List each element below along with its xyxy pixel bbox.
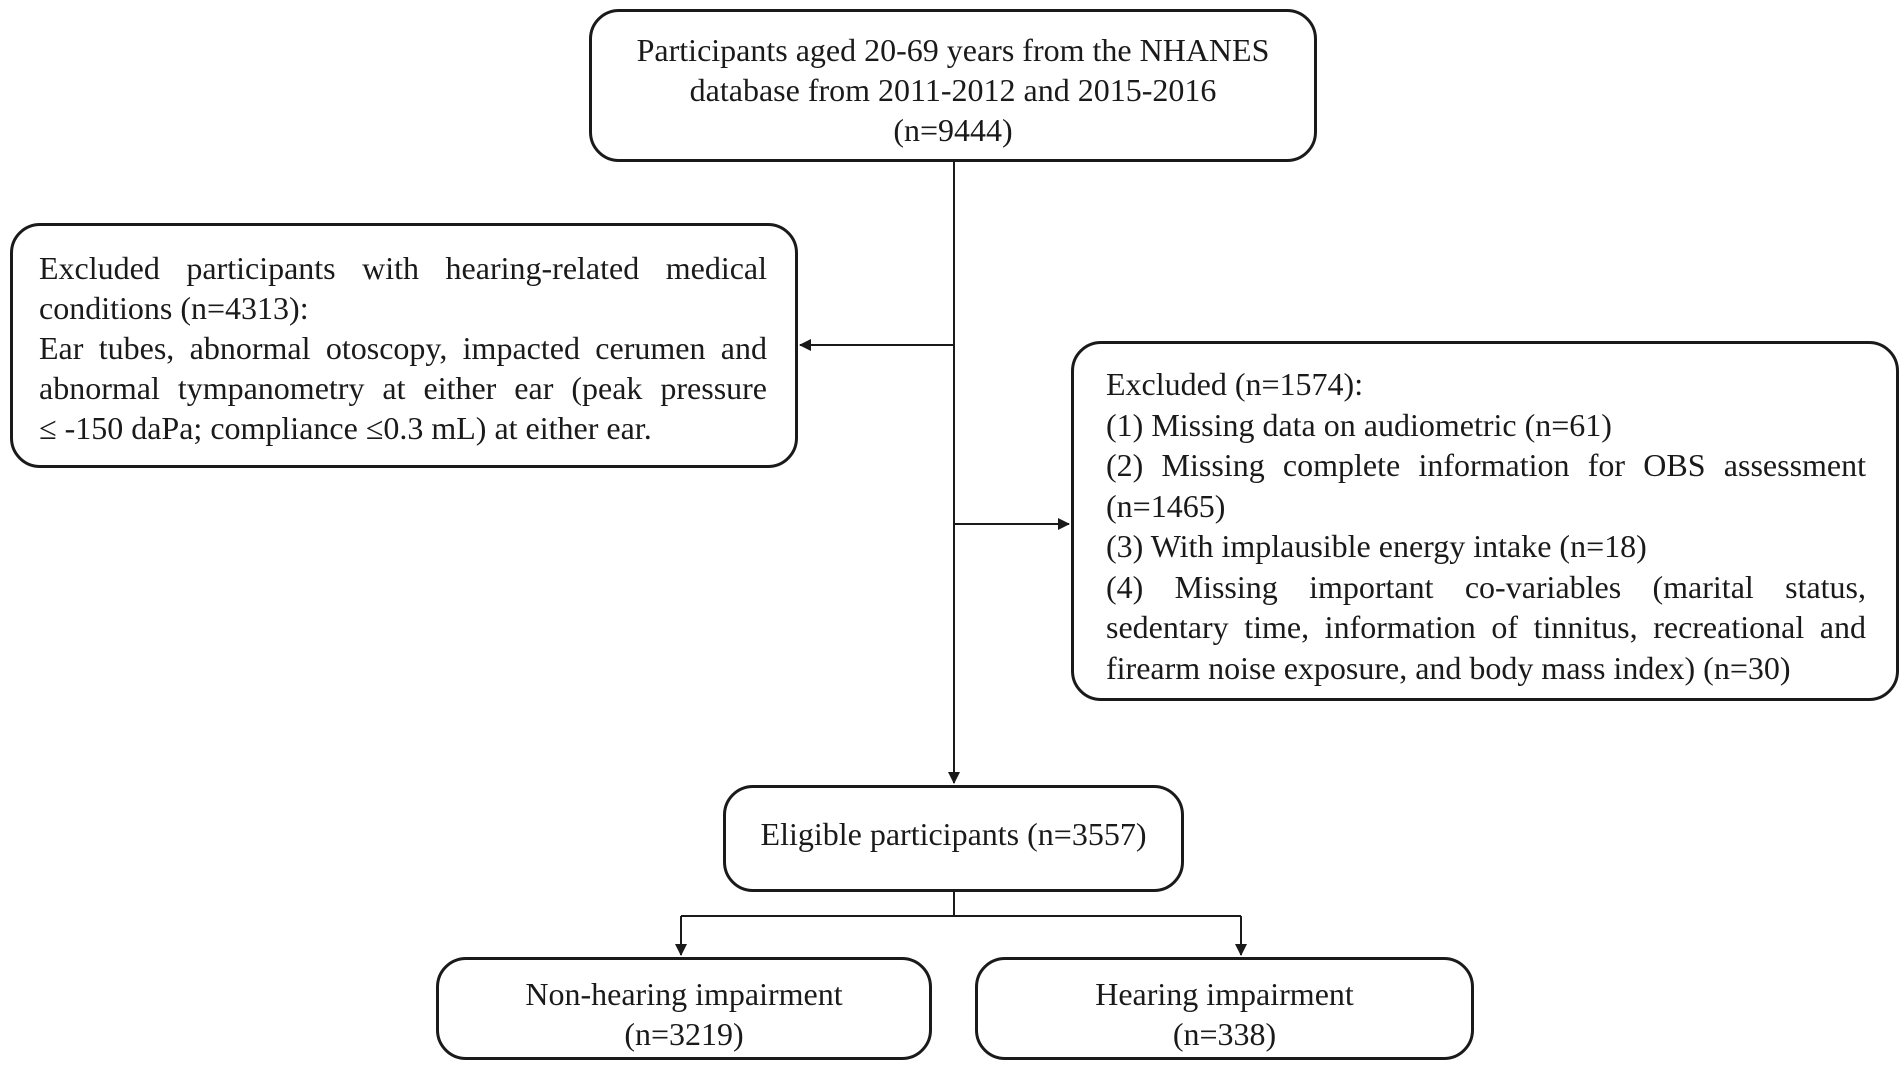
- excluded-hearing-line: ≤ -150 daPa; compliance ≤0.3 mL) at eith…: [39, 410, 652, 446]
- start-line: database from 2011-2012 and 2015-2016: [689, 72, 1217, 108]
- non-hearing-impairment-line: Non-hearing impairment: [525, 976, 843, 1012]
- hearing-impairment-line: Hearing impairment: [1095, 976, 1354, 1012]
- start-line: Participants aged 20-69 years from the N…: [636, 32, 1270, 68]
- excluded-missing-line: (2) Missing complete information for OBS…: [1106, 447, 1866, 483]
- non-hearing-impairment-node: Non-hearing impairment (n=3219): [436, 957, 932, 1060]
- excluded-missing-line: (1) Missing data on audiometric (n=61): [1106, 406, 1612, 443]
- excluded-hearing-line: Excluded participants with hearing-relat…: [39, 250, 767, 286]
- excluded-missing-line: (3) With implausible energy intake (n=18…: [1106, 528, 1647, 564]
- excluded-missing-line: firearm noise exposure, and body mass in…: [1106, 649, 1791, 686]
- hearing-impairment-node: Hearing impairment (n=338): [975, 957, 1474, 1060]
- excluded-hearing-node: Excluded participants with hearing-relat…: [10, 223, 798, 468]
- non-hearing-impairment-line: (n=3219): [624, 1016, 744, 1052]
- hearing-impairment-line: (n=338): [1172, 1016, 1277, 1052]
- start-node: Participants aged 20-69 years from the N…: [589, 9, 1317, 162]
- excluded-hearing-line: abnormal tympanometry at either ear (pea…: [39, 370, 767, 406]
- start-line: (n=9444): [893, 112, 1013, 148]
- excluded-missing-line: (4) Missing important co-variables (mari…: [1106, 568, 1866, 605]
- excluded-missing-line: Excluded (n=1574):: [1106, 366, 1364, 402]
- excluded-missing-line: (n=1465): [1106, 487, 1226, 524]
- eligible-node: Eligible participants (n=3557): [723, 785, 1184, 892]
- excluded-hearing-line: conditions (n=4313):: [39, 290, 309, 326]
- eligible-line: Eligible participants (n=3557): [760, 816, 1147, 852]
- excluded-missing-line: sedentary time, information of tinnitus,…: [1106, 609, 1866, 645]
- excluded-hearing-line: Ear tubes, abnormal otoscopy, impacted c…: [39, 330, 767, 366]
- excluded-missing-node: Excluded (n=1574): (1) Missing data on a…: [1071, 341, 1899, 701]
